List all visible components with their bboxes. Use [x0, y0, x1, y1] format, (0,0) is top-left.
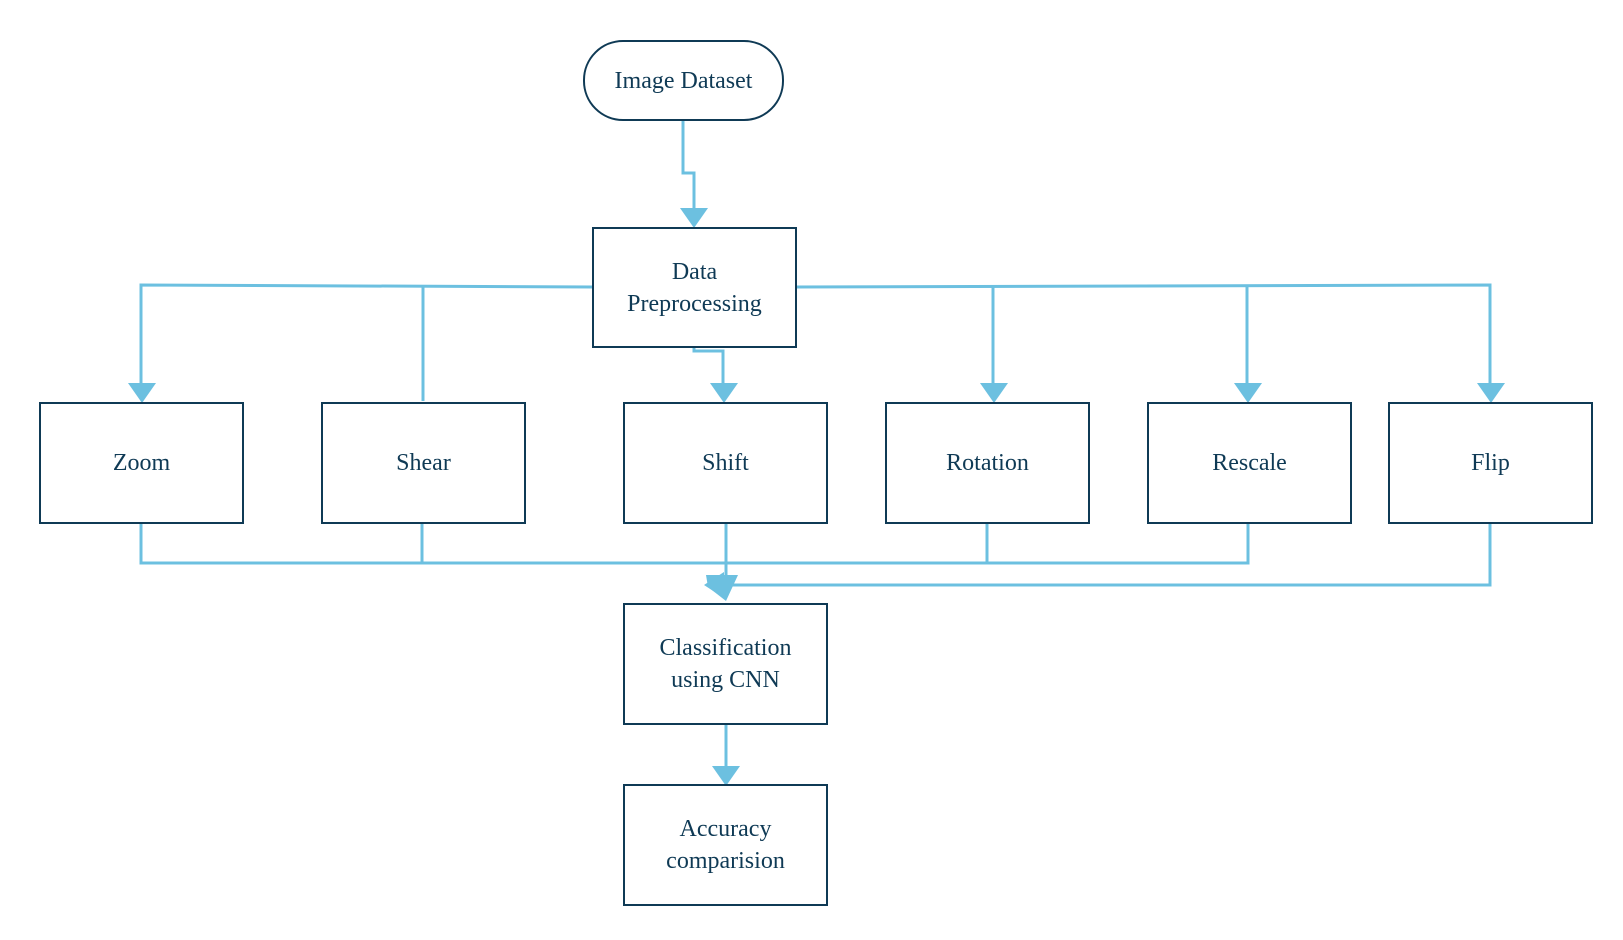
node-image-dataset: Image Dataset [583, 40, 784, 121]
node-data-preprocessing: Data Preprocessing [592, 227, 797, 348]
connector-flip-to-classification [712, 523, 1492, 587]
node-accuracy: Accuracy comparision [623, 784, 828, 906]
node-flip: Flip [1388, 402, 1593, 524]
arrowhead-to-shift [710, 383, 738, 403]
arrowhead-to-accuracy [712, 766, 740, 786]
node-classification: Classification using CNN [623, 603, 828, 725]
arrowhead-to-rotation [980, 383, 1008, 403]
node-shear: Shear [321, 402, 526, 524]
connector-augment-bus [139, 523, 1250, 565]
arrowhead-to-preprocessing [680, 208, 708, 228]
arrowhead-flip-bus [704, 572, 724, 598]
arrowhead-to-zoom [128, 383, 156, 403]
node-zoom: Zoom [39, 402, 244, 524]
node-shift: Shift [623, 402, 828, 524]
node-rotation: Rotation [885, 402, 1090, 524]
arrowhead-to-rescale [1234, 383, 1262, 403]
connector-preprocessing-right-bus [794, 283, 1492, 387]
connector-preprocessing-to-shift [692, 347, 725, 387]
node-rescale: Rescale [1147, 402, 1352, 524]
connector-preprocessing-to-zoom [139, 283, 594, 387]
arrowhead-to-flip [1477, 383, 1505, 403]
connector-dataset-to-preprocessing [681, 120, 696, 212]
